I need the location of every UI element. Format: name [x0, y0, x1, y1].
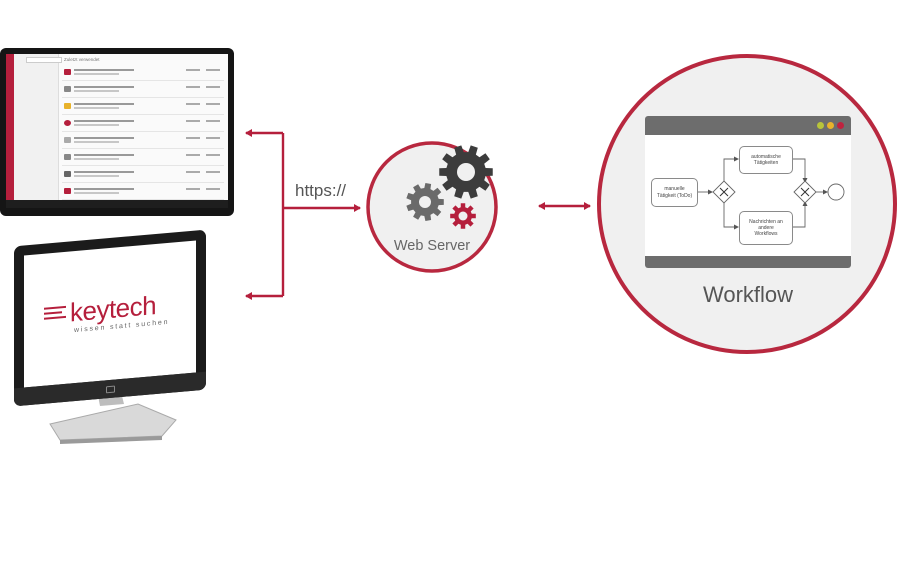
window-footer — [645, 256, 851, 268]
list-item[interactable] — [62, 134, 224, 149]
list-item[interactable] — [62, 117, 224, 132]
client-connector — [245, 129, 361, 300]
tablet-device: Zuletzt verwendet — [0, 48, 234, 216]
list-item[interactable] — [62, 100, 224, 115]
tablet-list-heading: Zuletzt verwendet — [64, 57, 100, 62]
protocol-label: https:// — [295, 181, 347, 200]
gear-hole — [457, 163, 475, 181]
tablet-list-area: Zuletzt verwendet — [60, 54, 228, 208]
end-event — [827, 183, 845, 201]
window-titlebar — [645, 116, 851, 135]
gears-icon — [406, 145, 493, 229]
workflow-label: Workflow — [702, 282, 794, 307]
list-item[interactable] — [62, 185, 224, 200]
gear-hole — [419, 196, 431, 208]
window-dot[interactable] — [827, 122, 834, 129]
web-server-label: Web Server — [393, 238, 471, 254]
power-button[interactable] — [106, 385, 115, 394]
tablet-side-panel — [14, 54, 62, 208]
monitor-screen: keytech wissen statt suchen — [24, 240, 196, 388]
bpmn-flow-lines — [697, 156, 845, 230]
keytech-logo: keytech wissen statt suchen — [44, 290, 184, 342]
tablet-screen: Zuletzt verwendet — [6, 54, 228, 208]
list-item[interactable] — [62, 168, 224, 183]
gateway-split — [712, 180, 736, 204]
tablet-taskbar — [6, 200, 228, 208]
window-dot[interactable] — [837, 122, 844, 129]
list-item[interactable] — [62, 66, 224, 81]
list-item[interactable] — [62, 151, 224, 166]
list-item[interactable] — [62, 83, 224, 98]
monitor-device: keytech wissen statt suchen — [14, 229, 206, 407]
gateway-join — [793, 180, 817, 204]
window-dot[interactable] — [817, 122, 824, 129]
gear-hole — [458, 211, 468, 221]
tablet-search-input[interactable] — [26, 57, 62, 63]
tablet-nav-bar — [6, 54, 14, 208]
